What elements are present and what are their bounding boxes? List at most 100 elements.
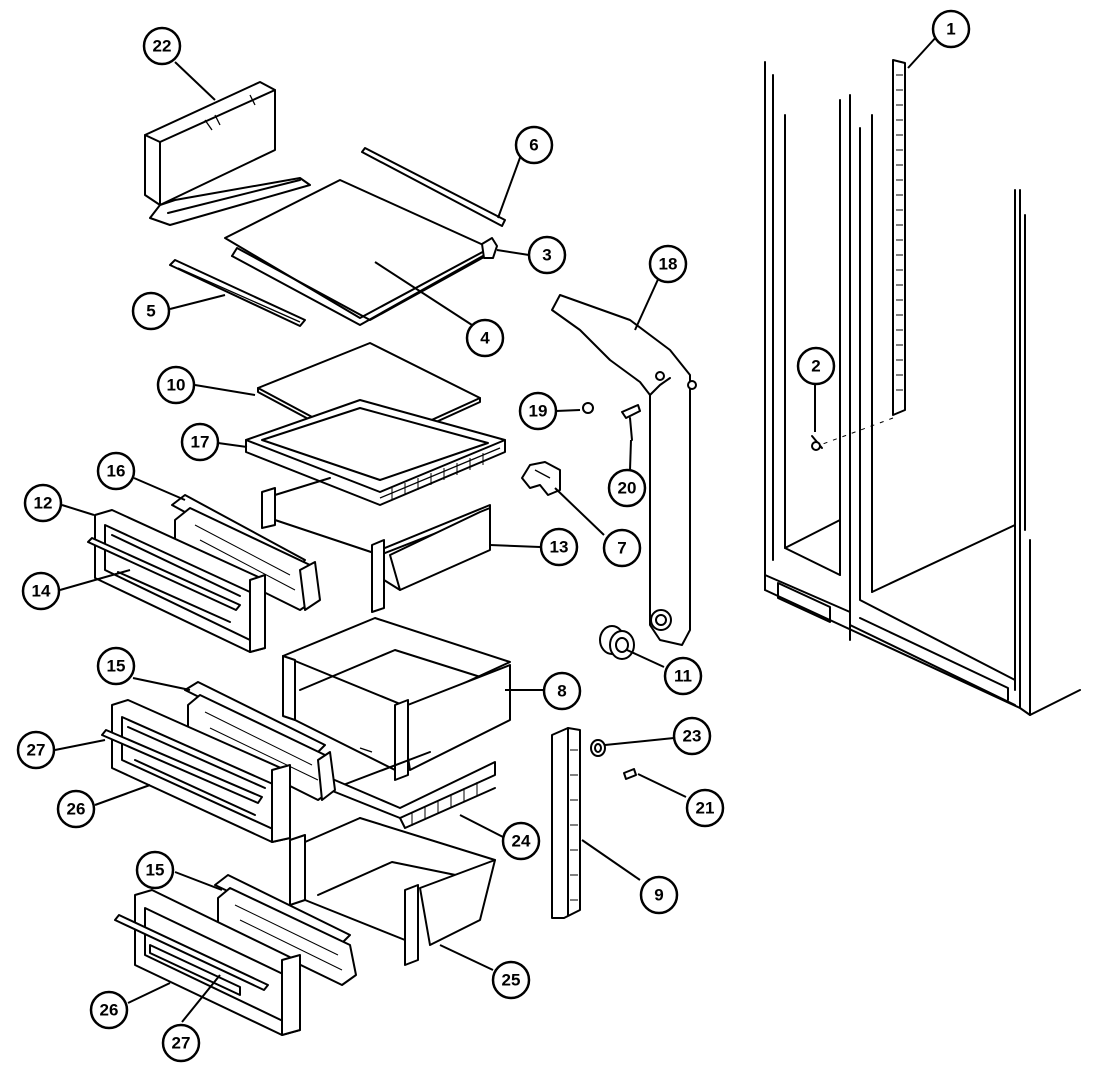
leader-19 [555,409,581,412]
leader-3 [496,249,530,256]
svg-text:12: 12 [34,494,53,513]
callout-21: 21 [685,788,725,828]
callout-4: 4 [465,318,505,358]
callout-27-middle: 27 [16,730,56,770]
leader-17 [217,442,248,448]
svg-text:13: 13 [550,538,569,557]
part-27-drawer-handle-middle [101,729,263,816]
leader-11 [626,649,665,668]
part-1-ladder-rail [819,59,906,446]
leader-27-bottom [181,974,221,1023]
callout-26-bottom: 26 [89,990,129,1030]
leader-4 [374,261,473,326]
leader-10 [194,384,256,396]
svg-text:11: 11 [674,667,692,686]
callout-24: 24 [501,821,541,861]
svg-text:26: 26 [67,800,86,819]
part-11-grommet [599,625,635,660]
svg-text:2: 2 [811,357,820,376]
svg-text:20: 20 [618,479,637,498]
svg-text:1: 1 [946,20,955,39]
part-5-front-trim [169,259,306,327]
svg-text:15: 15 [107,657,126,676]
callout-2: 2 [796,346,836,386]
part-13-meat-pan [261,477,491,613]
callout-12: 12 [23,483,63,523]
svg-text:9: 9 [654,886,663,905]
svg-text:15: 15 [146,861,165,880]
leader-15-middle [132,677,191,691]
part-23-spacer [590,739,606,757]
callout-3: 3 [527,235,567,275]
callout-23: 23 [672,716,712,756]
leader-16 [133,477,186,501]
leader-21 [637,773,687,798]
part-15-drawer-top-bottom [214,874,357,986]
callout-15-bottom: 15 [135,850,175,890]
svg-text:4: 4 [480,329,490,348]
leader-23 [604,737,675,746]
svg-text:25: 25 [502,971,521,990]
svg-text:26: 26 [100,1001,119,1020]
svg-text:21: 21 [696,799,715,818]
svg-text:14: 14 [32,582,51,601]
svg-text:3: 3 [542,246,551,265]
callout-14: 14 [21,571,61,611]
part-14-drawer-handle [87,537,241,623]
part-8-crisper-pan [282,617,511,781]
callout-13: 13 [539,527,579,567]
leader-14 [59,569,131,591]
callout-25: 25 [491,960,531,1000]
part-6-rear-trim [361,147,506,227]
svg-text:17: 17 [191,433,210,452]
callout-16: 16 [96,451,136,491]
svg-text:16: 16 [107,462,126,481]
svg-text:5: 5 [146,302,155,321]
leader-26-middle [94,784,151,806]
part-3-bracket [481,237,498,259]
part-19-cap [582,402,594,414]
cabinet-interior [764,61,1081,716]
leader-27-middle [54,739,106,751]
svg-text:8: 8 [557,682,566,701]
callout-19: 19 [518,391,558,431]
leader-26-bottom [127,982,171,1004]
callout-27-bottom: 27 [161,1023,201,1063]
callout-8: 8 [542,671,582,711]
svg-text:22: 22 [153,37,172,56]
leader-20 [629,439,632,471]
part-9-slide-rail [551,727,581,919]
leader-6 [497,154,522,219]
callout-15-middle: 15 [96,646,136,686]
callout-6: 6 [514,125,554,165]
leader-9 [581,839,641,881]
part-20-screw [621,404,641,441]
callout-26-middle: 26 [56,789,96,829]
leader-7 [554,487,605,536]
callout-9: 9 [639,875,679,915]
svg-text:27: 27 [172,1034,191,1053]
callout-20: 20 [607,468,647,508]
leader-1 [907,34,939,69]
callout-22: 22 [142,26,182,66]
leader-lines [54,34,939,1023]
callout-1: 1 [931,9,971,49]
part-17-cover-frame [245,399,506,506]
callout-17: 17 [180,422,220,462]
leader-25 [439,944,494,971]
svg-text:27: 27 [27,741,46,760]
svg-text:24: 24 [512,832,531,851]
part-25-crisper-pan [289,817,496,966]
svg-text:6: 6 [529,136,538,155]
svg-text:7: 7 [617,539,626,558]
svg-text:10: 10 [167,376,186,395]
callout-7: 7 [602,528,642,568]
part-21-screw [623,768,637,780]
callout-18: 18 [648,244,688,284]
callout-10: 10 [156,365,196,405]
callouts: 1 2 3 4 5 6 7 8 9 10 11 12 13 14 15 16 1… [16,9,971,1063]
callout-5: 5 [131,291,171,331]
leader-24 [459,814,506,839]
part-22-shelf-retainer [144,81,311,226]
